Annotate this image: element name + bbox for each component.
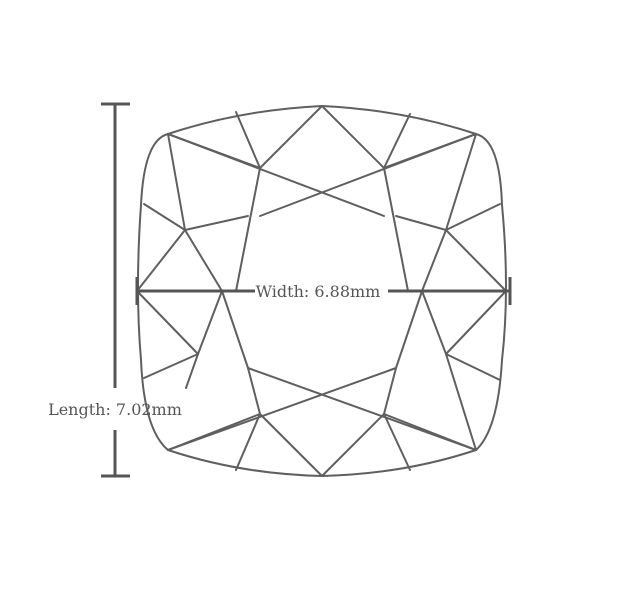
length-dimension: Length: 7.02mm — [48, 102, 182, 478]
length-label: Length: 7.02mm — [48, 400, 182, 419]
upper-facets — [167, 105, 477, 292]
width-label: Width: 6.88mm — [256, 282, 381, 301]
left-facets — [136, 133, 249, 389]
width-dimension: Width: 6.88mm — [135, 277, 512, 305]
lower-facets — [167, 367, 477, 477]
